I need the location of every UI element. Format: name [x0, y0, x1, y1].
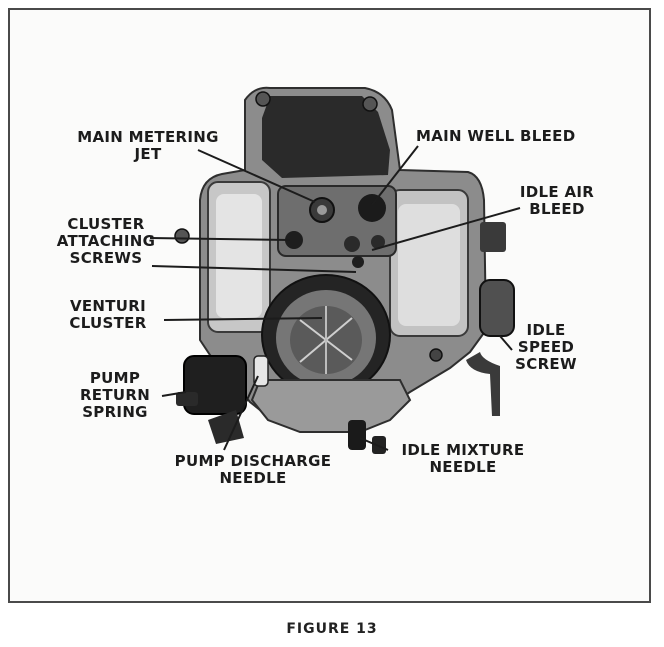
- label-line: SPEED: [517, 338, 575, 356]
- label-pump-discharge-needle: PUMP DISCHARGE NEEDLE: [158, 453, 348, 487]
- leader-venturi-cluster: [163, 317, 323, 321]
- label-line: IDLE: [526, 321, 566, 339]
- leader-pump-return-spring: [161, 391, 187, 397]
- label-line: BLEED: [529, 200, 585, 218]
- label-pump-return-spring: PUMP RETURN SPRING: [70, 370, 160, 421]
- label-main-well-bleed: MAIN WELL BLEED: [416, 128, 575, 145]
- carburetor-body: [174, 86, 515, 454]
- label-idle-air-bleed: IDLE AIR BLEED: [512, 184, 602, 218]
- leader-idle-speed-screw: [499, 335, 513, 351]
- label-line: IDLE MIXTURE: [401, 441, 525, 459]
- label-line: VENTURI: [69, 297, 147, 315]
- label-idle-speed-screw: IDLE SPEED SCREW: [506, 322, 586, 373]
- leader-cluster-screws-2: [151, 265, 357, 273]
- label-line: SPRING: [82, 403, 148, 421]
- leader-cluster-screws-1: [149, 237, 291, 241]
- label-idle-mixture-needle: IDLE MIXTURE NEEDLE: [388, 442, 538, 476]
- leader-idle-mixture-needle: [359, 437, 389, 451]
- label-line: MAIN WELL BLEED: [416, 127, 576, 145]
- label-line: SCREW: [515, 355, 577, 373]
- label-line: CLUSTER: [67, 215, 145, 233]
- leader-main-well-bleed: [371, 145, 419, 206]
- label-line: NEEDLE: [429, 458, 497, 476]
- leader-idle-air-bleed: [371, 207, 521, 251]
- leader-pump-discharge-needle: [223, 375, 259, 451]
- label-line: PUMP: [89, 369, 141, 387]
- leader-lines: [149, 145, 521, 451]
- leader-main-metering-jet: [197, 149, 316, 203]
- label-line: MAIN METERING: [77, 128, 219, 146]
- label-venturi-cluster: VENTURI CLUSTER: [58, 298, 158, 332]
- figure-caption: FIGURE 13: [286, 621, 378, 637]
- label-line: JET: [134, 145, 162, 163]
- label-line: NEEDLE: [219, 469, 287, 487]
- label-line: IDLE AIR: [519, 183, 595, 201]
- label-main-metering-jet: MAIN METERING JET: [68, 129, 228, 163]
- label-line: RETURN: [79, 386, 151, 404]
- label-line: CLUSTER: [69, 314, 147, 332]
- label-cluster-attaching-screws: CLUSTER ATTACHING SCREWS: [56, 216, 156, 267]
- label-line: ATTACHING: [56, 232, 156, 250]
- label-line: PUMP DISCHARGE: [174, 452, 332, 470]
- label-line: SCREWS: [69, 249, 143, 267]
